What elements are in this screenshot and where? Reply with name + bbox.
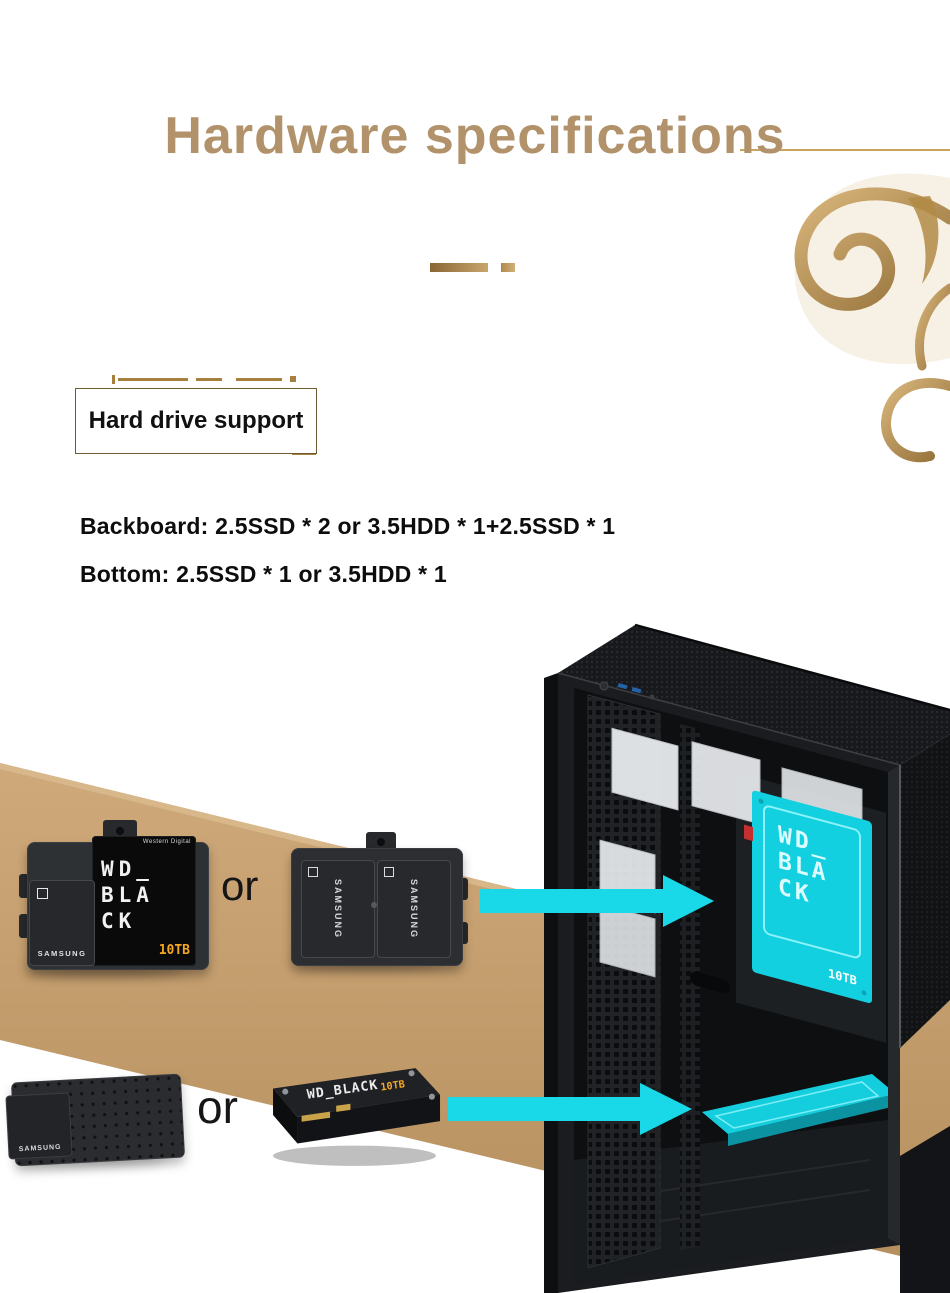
pc-case-illustration: WD_ BLA CK 10TB xyxy=(544,623,950,1293)
or-label-bottom: or xyxy=(197,1081,238,1133)
page-title: Hardware specifications xyxy=(164,107,786,165)
bottom-tray-option-ssd: SAMSUNG xyxy=(5,1068,190,1168)
title-divider xyxy=(430,263,488,272)
top-io-ports xyxy=(599,681,655,700)
case-top-mesh xyxy=(558,625,950,765)
screw-icon xyxy=(371,902,377,908)
ssd-brand-label: SAMSUNG xyxy=(409,878,419,940)
label-box-decoration xyxy=(236,378,282,381)
highlight-bottom-ssd xyxy=(702,1074,896,1146)
or-label-top: or xyxy=(221,862,259,909)
case-front-edge xyxy=(544,673,558,1293)
decorative-cloud-icon xyxy=(740,149,950,463)
label-box-decoration xyxy=(112,375,115,384)
hdd-brand-line: WD_ xyxy=(101,857,154,881)
drive-clip xyxy=(744,824,753,842)
case-mesh-panel xyxy=(900,734,950,1048)
bracket-tab xyxy=(459,922,468,944)
case-base xyxy=(900,1126,950,1293)
ssd-2-5-drive: SAMSUNG xyxy=(301,860,375,958)
ssd-2-5-drive: SAMSUNG xyxy=(377,860,451,958)
ssd-2-5-drive: SAMSUNG xyxy=(5,1092,73,1160)
ssd-logo-icon xyxy=(37,888,48,899)
mount-hole xyxy=(116,827,124,835)
bottom-option-hdd-3-5: WD_BLACK 10TB xyxy=(273,1068,441,1166)
hdd-brand-line: CK xyxy=(101,909,137,933)
label-box-decoration xyxy=(118,378,188,381)
cable-grommet xyxy=(690,971,730,994)
ssd-logo-icon xyxy=(308,867,318,877)
bracket-tab xyxy=(19,914,29,938)
hdd-brand-line: BLA xyxy=(101,883,154,907)
ssd-2-5-drive: SAMSUNG xyxy=(29,880,95,966)
hdd-capacity-label: 10TB xyxy=(158,943,190,958)
label-box-decoration xyxy=(196,378,222,381)
title-divider-dot xyxy=(501,263,515,272)
label-box-decoration xyxy=(290,376,296,382)
bracket-tab xyxy=(19,874,29,898)
hdd-maker-label: Western Digital xyxy=(142,839,191,845)
bracket-tab xyxy=(366,832,396,852)
hdd-3-5-drive: Western Digital WD_ BLA CK 10TB xyxy=(92,836,196,966)
ssd-brand-label: SAMSUNG xyxy=(333,878,343,940)
highlight-backboard-drive: WD_ BLA CK 10TB xyxy=(744,790,872,1004)
spec-bottom: Bottom: 2.5SSD * 1 or 3.5HDD * 1 xyxy=(80,561,447,587)
backboard-option-hdd-ssd: Western Digital WD_ BLA CK 10TB SAMSUNG xyxy=(15,818,210,978)
hdd-capacity-label: 10TB xyxy=(380,1079,406,1093)
backboard-option-dual-ssd: SAMSUNG SAMSUNG xyxy=(283,826,471,976)
bracket-tab xyxy=(459,878,468,900)
section-label-box: Hard drive support xyxy=(75,388,317,454)
ssd-logo-icon xyxy=(384,867,394,877)
ssd-brand-label: SAMSUNG xyxy=(18,1143,62,1154)
spec-backboard: Backboard: 2.5SSD * 2 or 3.5HDD * 1+2.5S… xyxy=(80,513,616,539)
ssd-brand-label: SAMSUNG xyxy=(37,949,87,958)
section-label: Hard drive support xyxy=(88,407,304,434)
fan-filter xyxy=(611,727,679,811)
mount-hole xyxy=(377,838,385,846)
